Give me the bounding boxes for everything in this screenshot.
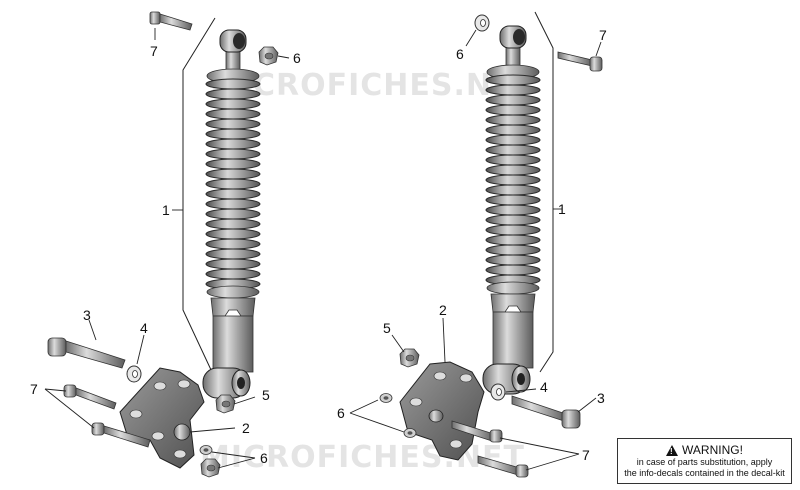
left-bracket — [119, 367, 205, 469]
right-bracket-washer-b — [403, 428, 417, 438]
right-bracket-bolt-upper — [451, 420, 503, 443]
left-callout-1: 1 — [162, 202, 170, 218]
warning-title: ! WARNING! — [618, 443, 791, 457]
left-shock-outline — [182, 17, 216, 373]
right-callout-4: 4 — [540, 379, 548, 395]
right-shock-outline — [534, 11, 554, 373]
warning-icon: ! — [666, 444, 679, 456]
right-bracket-washer-a — [379, 393, 393, 403]
right-top-bolt — [557, 51, 603, 72]
right-top-washer — [474, 14, 490, 32]
left-callout-2: 2 — [242, 420, 250, 436]
left-callout-6-bottom: 6 — [260, 450, 268, 466]
right-nut — [399, 348, 420, 368]
left-bracket-bolt-lower — [91, 422, 151, 448]
right-bracket-bolt-lower — [477, 455, 529, 478]
warning-title-text: WARNING! — [682, 443, 743, 457]
left-washer — [126, 365, 142, 383]
left-callout-6-top: 6 — [293, 50, 301, 66]
right-callout-7-bracket: 7 — [582, 447, 590, 463]
right-long-bolt — [511, 395, 581, 429]
right-callout-6-top: 6 — [456, 46, 464, 62]
right-leader-lines — [349, 29, 602, 471]
watermark-top: MICROFICHES.NET — [210, 68, 535, 103]
left-bottom-washer-a — [199, 445, 213, 455]
right-callout-2: 2 — [439, 302, 447, 318]
right-callout-6-bracket: 6 — [337, 405, 345, 421]
left-callout-5: 5 — [262, 387, 270, 403]
left-bottom-nut — [215, 394, 236, 414]
left-callout-3: 3 — [83, 307, 91, 323]
left-bracket-bolt-upper — [63, 384, 117, 410]
warning-box: ! WARNING! in case of parts substitution… — [617, 438, 792, 484]
left-callout-7-bracket: 7 — [30, 381, 38, 397]
right-shock-absorber — [482, 25, 541, 395]
right-bracket — [399, 361, 485, 461]
left-top-nut — [258, 46, 279, 66]
left-callout-7-top: 7 — [150, 43, 158, 59]
left-long-bolt — [47, 337, 126, 369]
warning-line-2: the info-decals contained in the decal-k… — [624, 468, 785, 478]
right-callout-1: 1 — [558, 201, 566, 217]
warning-line-1: in case of parts substitution, apply — [636, 457, 773, 467]
right-callout-7-top: 7 — [599, 27, 607, 43]
right-callout-3: 3 — [597, 390, 605, 406]
right-callout-5: 5 — [383, 320, 391, 336]
left-callout-4: 4 — [140, 320, 148, 336]
left-shock-absorber — [202, 29, 261, 399]
left-top-bolt — [149, 11, 193, 31]
right-washer — [490, 383, 506, 401]
left-leader-lines — [44, 28, 290, 469]
left-bottom-nut-b — [200, 458, 221, 478]
